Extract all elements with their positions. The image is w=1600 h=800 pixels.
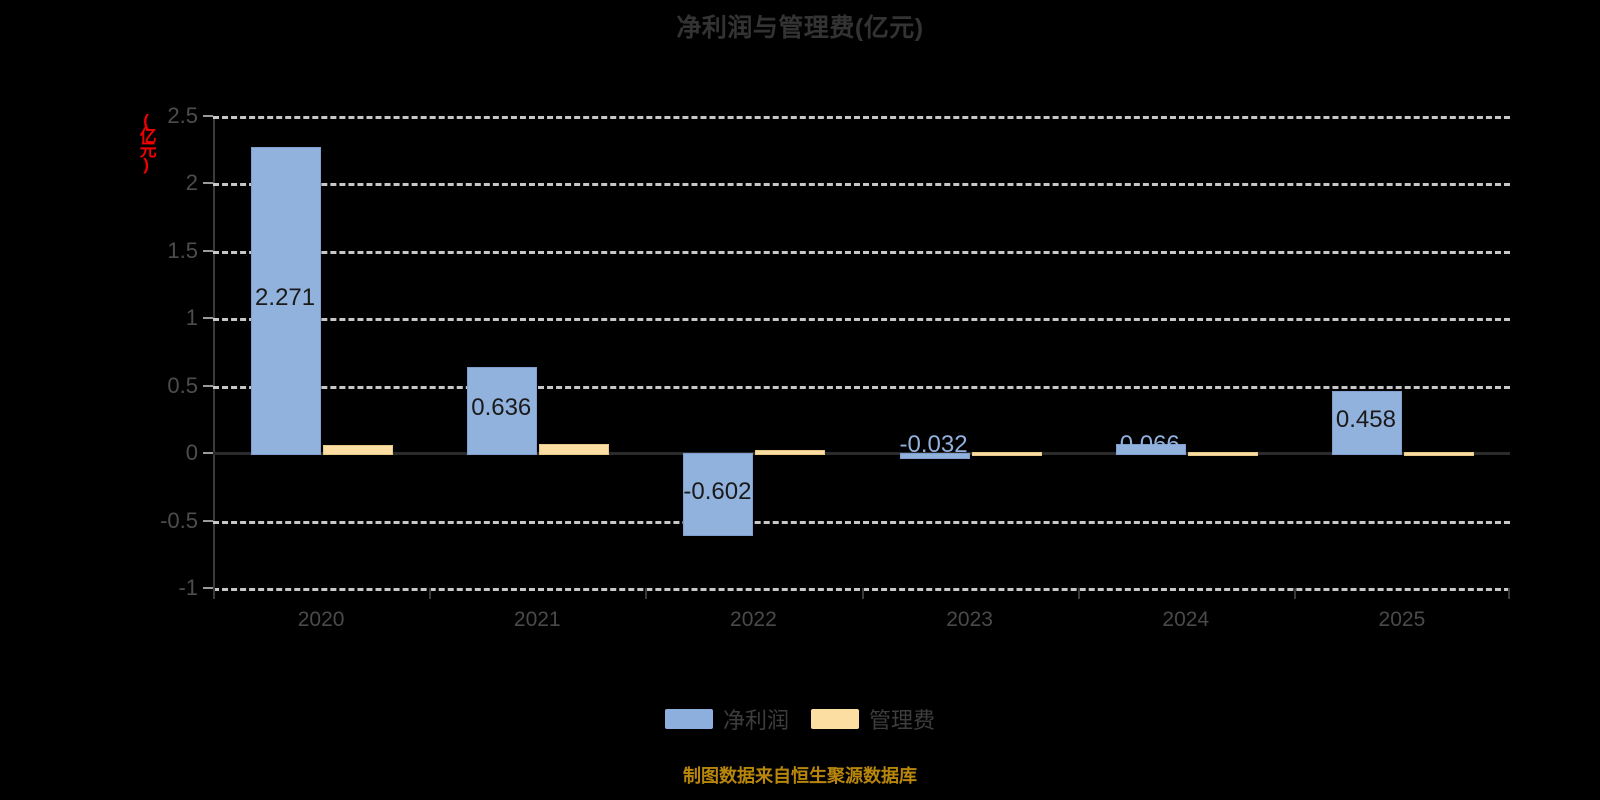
plot-area: 2.5 2 1.5 1 0.5 0 -0.5 -1 2020 2.271 2021 0.636 2022… <box>160 103 1510 631</box>
x-axis-tick <box>429 588 432 599</box>
x-axis-label: 2022 <box>730 608 777 631</box>
y-axis-tick <box>203 317 213 320</box>
gridline <box>213 385 1510 389</box>
zero-baseline <box>213 452 1510 456</box>
x-axis-tick <box>1077 588 1080 599</box>
y-axis-tick <box>203 452 213 455</box>
y-axis-label: 0 <box>185 440 198 466</box>
y-axis-label: -1 <box>178 575 198 600</box>
gridline <box>213 250 1510 254</box>
y-axis-label: -0.5 <box>160 507 198 533</box>
bar-value-label: 2.271 <box>255 284 316 311</box>
y-axis-tick <box>203 249 213 252</box>
x-axis-label: 2025 <box>1378 608 1426 631</box>
y-axis-line <box>213 116 215 588</box>
legend-swatch-net-profit <box>664 709 713 729</box>
y-axis-tick <box>203 182 213 185</box>
x-axis-label: 2021 <box>513 608 561 631</box>
x-axis-tick <box>1293 588 1296 599</box>
gridline <box>213 116 1510 119</box>
bar-net-profit[interactable] <box>251 146 322 456</box>
y-axis-tick <box>203 384 213 387</box>
bar-management-fee[interactable] <box>1187 452 1258 457</box>
legend-item-management-fee[interactable]: 管理费 <box>811 703 935 735</box>
gridline <box>213 318 1510 322</box>
bar-net-profit[interactable] <box>899 453 970 460</box>
x-axis-tick <box>1508 588 1510 599</box>
y-axis-label: 0.5 <box>167 372 198 398</box>
bar-management-fee[interactable] <box>1403 452 1474 457</box>
chart-source-note: 制图数据来自恒生聚源数据库 <box>683 766 917 786</box>
bar-management-fee[interactable] <box>755 450 826 456</box>
bar-net-profit[interactable] <box>467 367 538 456</box>
x-axis-tick <box>213 588 215 599</box>
chart-legend: 净利润 管理费 <box>0 703 1600 735</box>
bar-management-fee[interactable] <box>971 452 1042 457</box>
bar-value-label: 0.458 <box>1335 406 1396 434</box>
y-axis-unit-label: (亿元) <box>136 111 156 171</box>
legend-label-management-fee: 管理费 <box>869 708 936 733</box>
x-axis-tick <box>861 588 864 599</box>
gridline <box>213 183 1510 187</box>
bar-value-label: 0.636 <box>471 394 532 422</box>
legend-swatch-management-fee <box>811 709 859 729</box>
x-axis-label: 2024 <box>1162 608 1210 631</box>
legend-item-net-profit[interactable]: 净利润 <box>664 703 789 735</box>
y-axis-label: 1 <box>185 305 198 331</box>
y-axis-tick <box>203 587 213 589</box>
legend-label-net-profit: 净利润 <box>722 708 789 733</box>
bar-value-label: -0.032 <box>899 431 968 459</box>
y-axis-label: 2.5 <box>167 103 198 128</box>
bar-value-label: -0.602 <box>683 477 752 505</box>
gridline <box>213 520 1510 524</box>
y-axis-label: 1.5 <box>167 237 198 263</box>
bar-value-label: 0.066 <box>1119 431 1180 459</box>
y-axis-tick <box>203 115 213 117</box>
y-axis-label: 2 <box>185 170 198 196</box>
x-axis-label: 2023 <box>946 608 993 631</box>
x-axis-label: 2020 <box>297 608 345 631</box>
bar-net-profit[interactable] <box>1115 444 1186 456</box>
bar-net-profit[interactable] <box>1331 391 1402 456</box>
y-axis-tick <box>203 519 213 522</box>
x-axis-tick <box>645 588 648 599</box>
bar-management-fee[interactable] <box>323 444 394 456</box>
bar-net-profit[interactable] <box>683 453 754 537</box>
chart-title: 净利润与管理费(亿元) <box>676 14 924 42</box>
bar-management-fee[interactable] <box>539 443 610 456</box>
